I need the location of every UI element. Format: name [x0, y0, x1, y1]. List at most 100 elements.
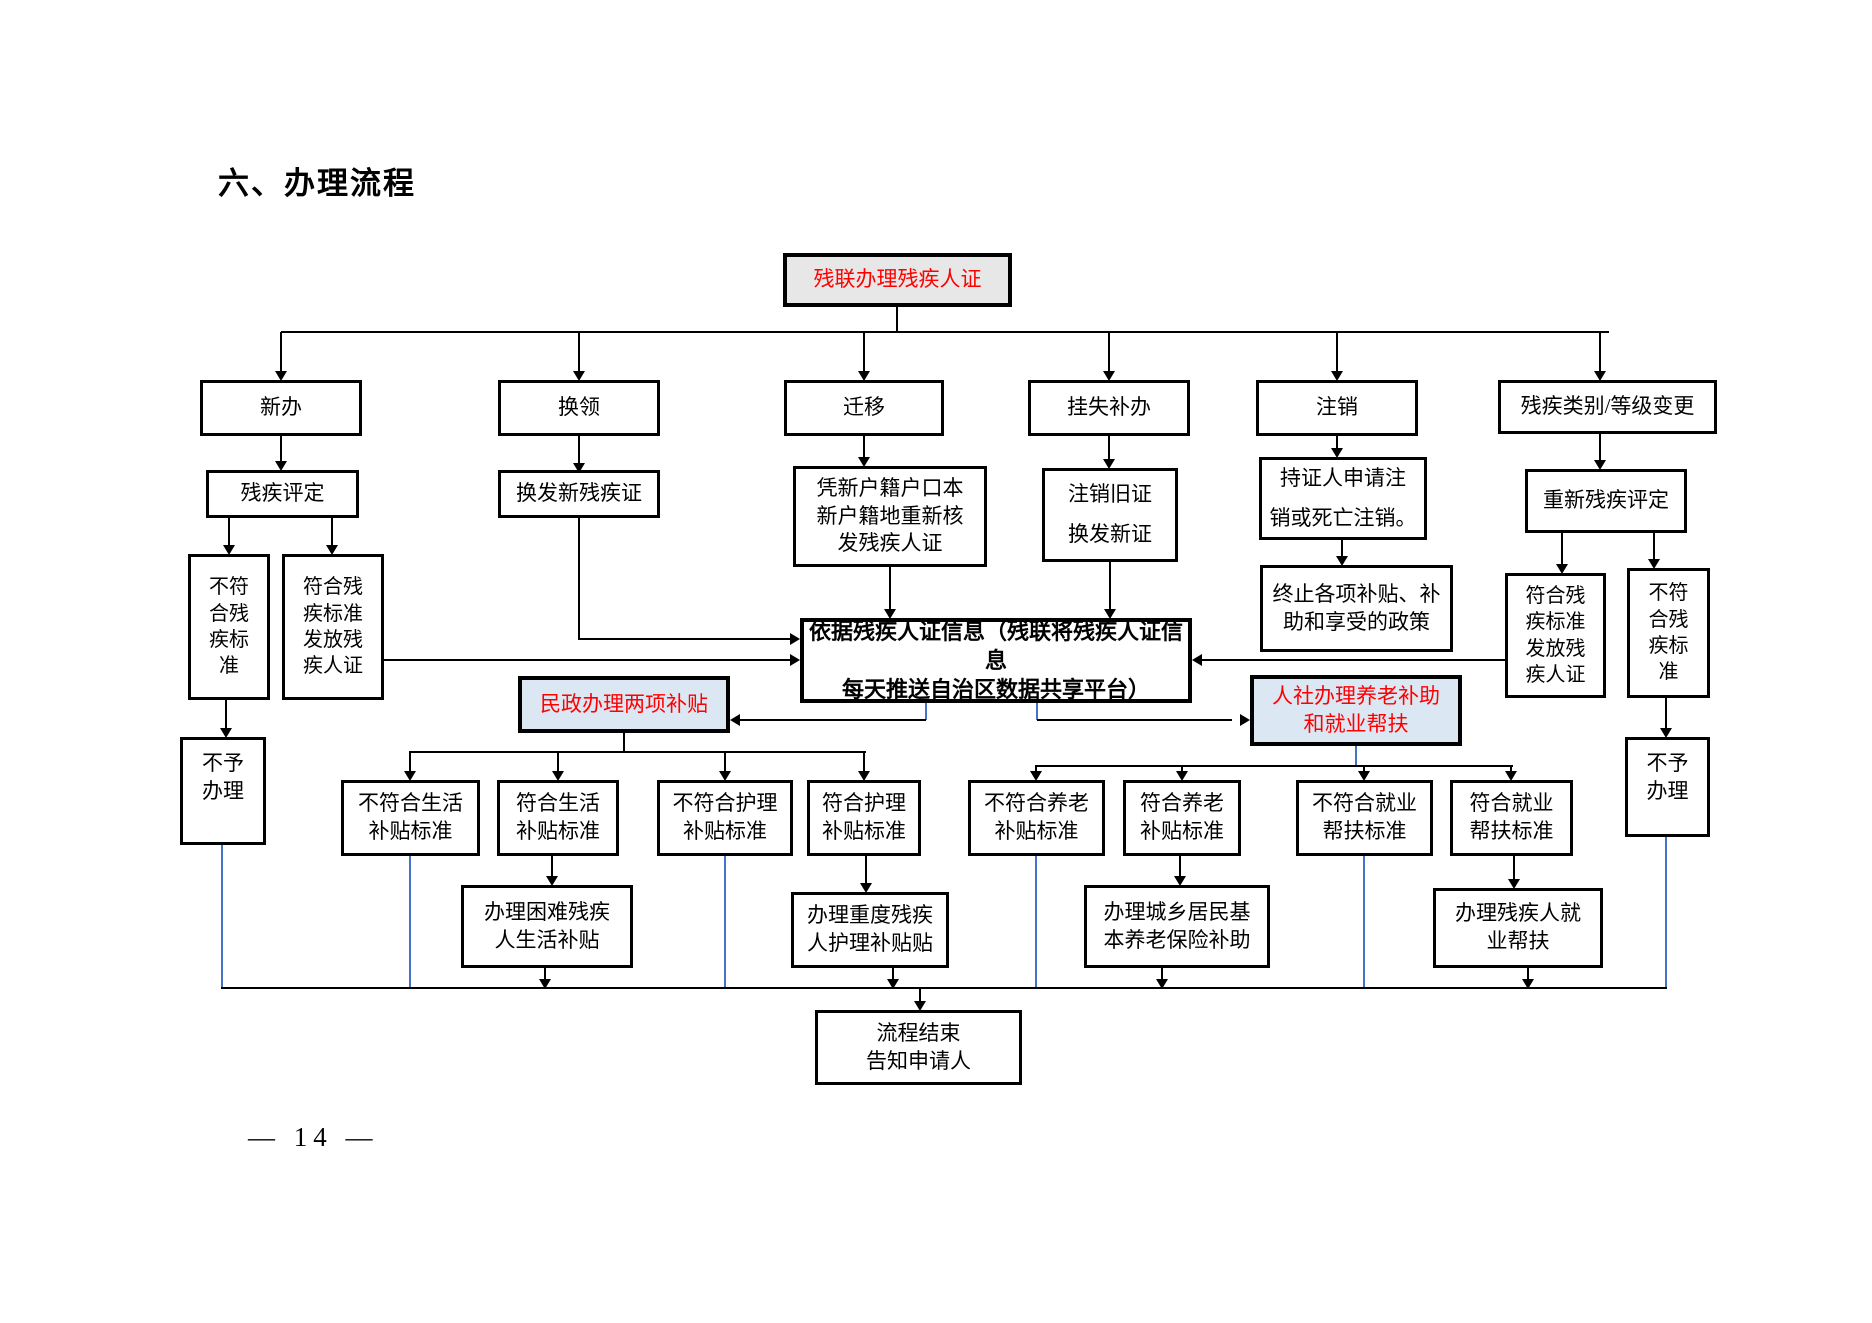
node-do-care-subsidy: 办理重度残疾 人护理补贴贴	[791, 892, 949, 968]
connector-line	[578, 332, 580, 372]
node-pass-employment-support: 符合就业 帮扶标准	[1450, 780, 1573, 856]
connector-line	[1108, 332, 1110, 372]
node-renshe-pension-employment: 人社办理养老补助 和就业帮扶	[1250, 675, 1462, 746]
connector-line	[281, 331, 1609, 333]
arrow-head	[790, 633, 800, 645]
connector-line	[1513, 856, 1515, 881]
node-reissue-cert: 换发新残疾证	[498, 470, 660, 518]
arrow-head	[1331, 448, 1343, 458]
connector-line	[331, 518, 333, 547]
arrow-head	[858, 771, 870, 781]
arrow-head	[223, 545, 235, 555]
arrow-head	[1192, 654, 1202, 666]
node-no-process-right: 不予 办理	[1625, 737, 1710, 837]
node-loss-reissue: 挂失补办	[1028, 380, 1190, 436]
arrow-head	[1522, 979, 1534, 989]
node-new-apply: 新办	[200, 380, 362, 436]
node-fail-life-subsidy: 不符合生活 补贴标准	[341, 780, 480, 856]
node-reassess: 重新残疾评定	[1525, 469, 1687, 533]
connector-line	[1179, 856, 1181, 878]
connector-line	[623, 733, 625, 752]
connector-line	[892, 968, 894, 981]
connector-line	[863, 752, 865, 773]
arrow-head	[1505, 771, 1517, 781]
connector-line	[1181, 766, 1183, 773]
arrow-head	[546, 876, 558, 886]
connector-line	[1336, 436, 1338, 450]
node-fail-standard-left: 不符 合残 疾标 准	[188, 554, 270, 700]
connector-line	[1341, 540, 1343, 558]
node-renew: 换领	[498, 380, 660, 436]
connector-line	[1037, 719, 1232, 721]
node-assess: 残疾评定	[206, 470, 359, 518]
node-fail-employment-support: 不符合就业 帮扶标准	[1296, 780, 1433, 856]
arrow-head	[1030, 771, 1042, 781]
arrow-head	[275, 371, 287, 381]
connector-line	[409, 752, 411, 773]
connector-line	[1035, 856, 1037, 988]
connector-line	[221, 987, 1667, 989]
connector-line	[578, 638, 791, 640]
connector-line	[896, 307, 898, 332]
node-fail-standard-right: 不符 合残 疾标 准	[1627, 568, 1710, 698]
connector-line	[228, 518, 230, 547]
arrow-head	[1556, 564, 1568, 574]
node-end: 流程结束 告知申请人	[815, 1010, 1022, 1085]
arrow-head	[1240, 714, 1250, 726]
connector-line	[863, 332, 865, 372]
node-minzheng-subsidies: 民政办理两项补贴	[518, 676, 730, 733]
connector-line	[1036, 703, 1038, 720]
arrow-head	[1176, 771, 1188, 781]
connector-line	[1527, 968, 1529, 981]
connector-line	[863, 436, 865, 459]
node-terminate-policy: 终止各项补贴、补 助和享受的政策	[1260, 565, 1453, 652]
connector-line	[889, 567, 891, 609]
node-do-employment-support: 办理残疾人就 业帮扶	[1433, 888, 1603, 968]
connector-line	[578, 436, 580, 465]
arrow-head	[884, 609, 896, 619]
node-transfer: 迁移	[784, 380, 944, 436]
node-do-life-subsidy: 办理困难残疾 人生活补贴	[461, 885, 633, 968]
node-transfer-detail: 凭新户籍户口本 新户籍地重新核 发残疾人证	[793, 466, 987, 567]
connector-line	[919, 989, 921, 1003]
arrow-head	[914, 1001, 926, 1011]
arrow-head	[1594, 371, 1606, 381]
connector-line	[1355, 746, 1357, 766]
node-no-process-left: 不予 办理	[180, 737, 266, 845]
arrow-head	[573, 463, 585, 473]
connector-line	[225, 700, 227, 730]
arrow-head	[1103, 371, 1115, 381]
connector-line	[409, 751, 866, 753]
connector-line	[280, 436, 282, 463]
arrow-head	[1594, 460, 1606, 470]
connector-line	[1363, 856, 1365, 988]
arrow-head	[573, 371, 585, 381]
connector-line	[1363, 766, 1365, 773]
node-pass-life-subsidy: 符合生活 补贴标准	[497, 780, 619, 856]
arrow-head	[1336, 556, 1348, 566]
node-pass-pension-subsidy: 符合养老 补贴标准	[1123, 780, 1241, 856]
node-pass-standard-right: 符合残 疾标准 发放残 疾人证	[1505, 573, 1606, 698]
connector-line	[1108, 436, 1110, 461]
connector-line	[865, 856, 867, 884]
connector-line	[557, 752, 559, 773]
arrow-head	[719, 771, 731, 781]
connector-line	[724, 856, 726, 988]
connector-line	[739, 719, 926, 721]
arrow-head	[730, 714, 740, 726]
node-pass-care-subsidy: 符合护理 补贴标准	[807, 780, 921, 856]
connector-line	[1035, 766, 1037, 773]
node-cancel-old-issue-new: 注销旧证 换发新证	[1042, 468, 1178, 562]
connector-line	[221, 845, 223, 988]
connector-line	[280, 332, 282, 372]
arrow-head	[1156, 979, 1168, 989]
node-central-info: 依据残疾人证信息（残联将残疾人证信息 每天推送自治区数据共享平台）	[800, 618, 1192, 703]
connector-line	[724, 752, 726, 773]
node-fail-care-subsidy: 不符合护理 补贴标准	[657, 780, 793, 856]
arrow-head	[790, 654, 800, 666]
node-cancel: 注销	[1256, 380, 1418, 436]
connector-line	[384, 659, 791, 661]
node-do-pension-insurance: 办理城乡居民基 本养老保险补助	[1084, 885, 1270, 968]
arrow-head	[1104, 609, 1116, 619]
